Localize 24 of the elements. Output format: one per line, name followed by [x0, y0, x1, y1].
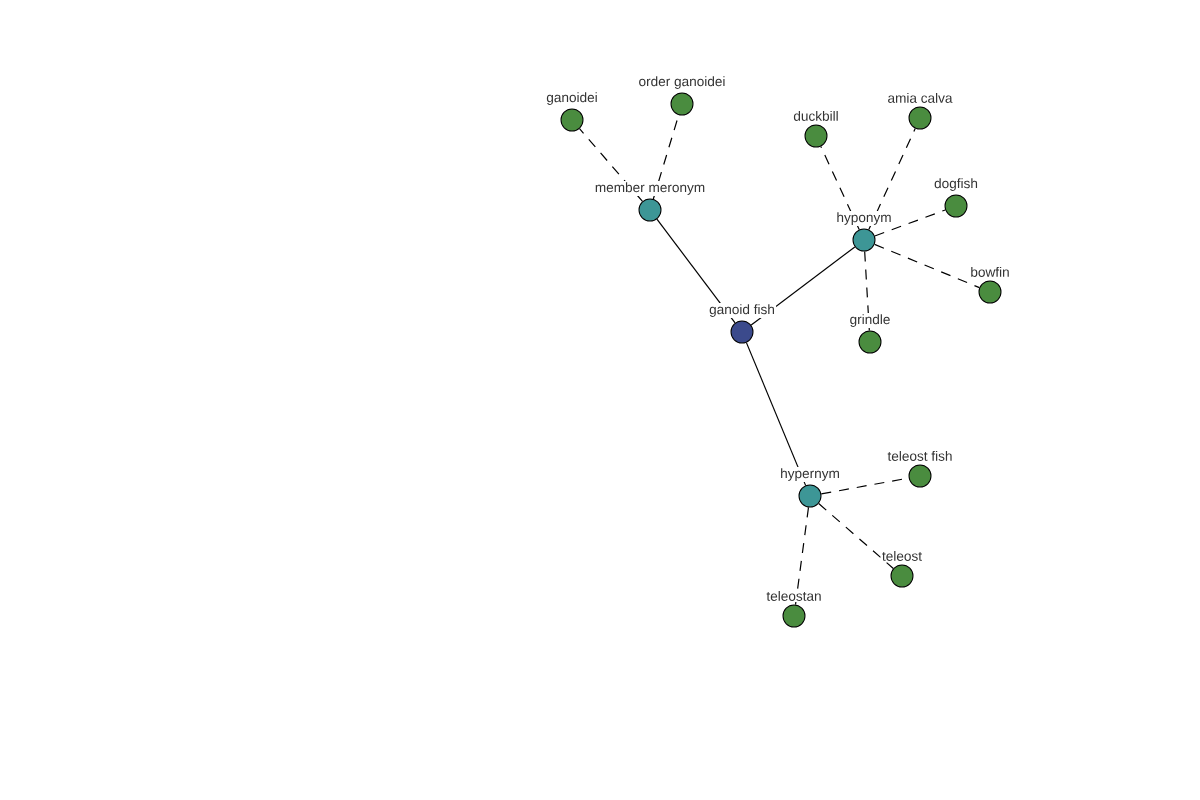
graph-node — [670, 92, 694, 116]
connector-line — [864, 250, 870, 332]
connector-line — [750, 246, 856, 326]
graph-node — [798, 484, 822, 508]
graph-node — [858, 330, 882, 354]
graph-node — [730, 320, 754, 344]
graph-node — [908, 106, 932, 130]
connector-line — [820, 145, 860, 231]
graph-node — [560, 108, 584, 132]
graph-node — [908, 464, 932, 488]
connector-line — [818, 502, 894, 570]
graph-node — [978, 280, 1002, 304]
graph-node — [782, 604, 806, 628]
graph-node — [944, 194, 968, 218]
graph-node — [852, 228, 876, 252]
connector-line — [794, 506, 810, 606]
graph-node — [804, 124, 828, 148]
connector-line — [874, 243, 980, 289]
connector-line — [874, 209, 946, 237]
connector-line — [578, 128, 644, 202]
connector-line — [868, 127, 916, 231]
graph-node — [638, 198, 662, 222]
connector-line — [745, 342, 807, 486]
graph-node — [890, 564, 914, 588]
